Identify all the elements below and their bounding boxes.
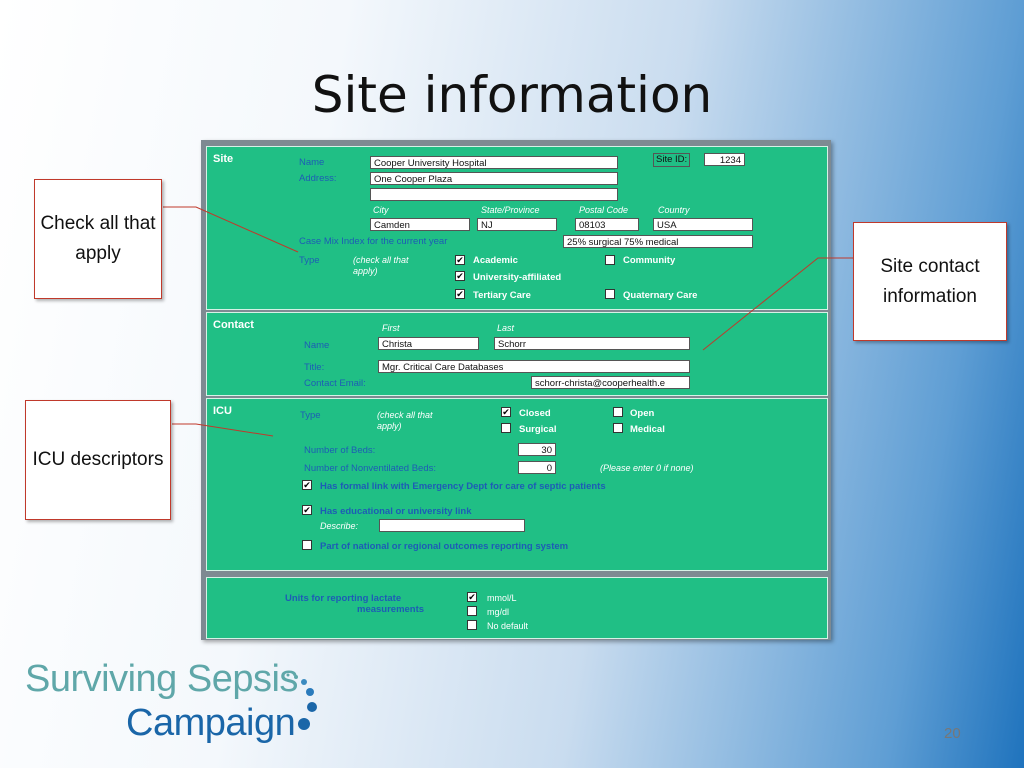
units-label-line2: measurements <box>357 604 425 615</box>
medical-checkbox[interactable] <box>613 423 623 433</box>
nonvent-beds-label: Number of Nonventilated Beds: <box>304 463 437 474</box>
surgical-label: Surgical <box>519 424 557 435</box>
contact-email-label: Contact Email: <box>304 378 366 389</box>
country-label: Country <box>658 205 690 215</box>
city-label: City <box>373 205 389 215</box>
units-panel: Units for reporting lactate measurements… <box>206 577 828 639</box>
national-checkbox[interactable] <box>302 540 312 550</box>
open-label: Open <box>630 408 655 419</box>
ed-link-label: Has formal link with Emergency Dept for … <box>320 481 606 492</box>
city-field[interactable]: Camden <box>370 218 470 231</box>
quaternary-checkbox[interactable] <box>605 289 615 299</box>
no-default-checkbox[interactable] <box>467 620 477 630</box>
beds-field[interactable]: 30 <box>518 443 556 456</box>
contact-header: Contact <box>213 319 254 331</box>
first-name-field[interactable]: Christa <box>378 337 479 350</box>
academic-checkbox[interactable]: ✔ <box>455 255 465 265</box>
contact-title-field[interactable]: Mgr. Critical Care Databases <box>378 360 690 373</box>
closed-checkbox[interactable]: ✔ <box>501 407 511 417</box>
callout-site-contact: Site contact information <box>853 222 1007 341</box>
open-checkbox[interactable] <box>613 407 623 417</box>
no-default-label: No default <box>487 621 529 631</box>
icu-type-label: Type <box>300 410 321 421</box>
mmol-checkbox[interactable]: ✔ <box>467 592 477 602</box>
describe-label: Describe: <box>320 521 359 531</box>
site-name-label: Name <box>299 157 325 168</box>
site-name-field[interactable]: Cooper University Hospital <box>370 156 618 169</box>
academic-label: Academic <box>473 255 518 266</box>
nonvent-beds-field[interactable]: 0 <box>518 461 556 474</box>
logo-dots-icon <box>286 673 317 730</box>
tertiary-label: Tertiary Care <box>473 290 531 301</box>
last-name-label: Last <box>497 323 515 333</box>
site-type-label: Type <box>299 255 320 266</box>
callout-icu: ICU descriptors <box>25 400 171 520</box>
site-panel: Site Name Cooper University Hospital Add… <box>206 146 828 310</box>
contact-panel: Contact First Last Name Christa Schorr T… <box>206 312 828 396</box>
national-label: Part of national or regional outcomes re… <box>320 541 569 552</box>
contact-email-field[interactable]: schorr-christa@cooperhealth.e <box>531 376 690 389</box>
university-checkbox[interactable]: ✔ <box>455 271 465 281</box>
case-mix-field[interactable]: 25% surgical 75% medical <box>563 235 753 248</box>
slide-title: Site information <box>311 66 713 124</box>
country-field[interactable]: USA <box>653 218 753 231</box>
form-screenshot: Site Name Cooper University Hospital Add… <box>201 140 831 640</box>
medical-label: Medical <box>630 424 665 435</box>
last-name-field[interactable]: Schorr <box>494 337 690 350</box>
describe-field[interactable] <box>379 519 525 532</box>
case-mix-label: Case Mix Index for the current year <box>299 236 448 247</box>
icu-type-hint: (check all that apply) <box>377 410 433 431</box>
postal-label: Postal Code <box>579 205 629 215</box>
ed-link-checkbox[interactable]: ✔ <box>302 480 312 490</box>
contact-title-label: Title: <box>304 362 325 373</box>
icu-header: ICU <box>213 405 232 417</box>
state-label: State/Province <box>481 205 540 215</box>
state-field[interactable]: NJ <box>477 218 557 231</box>
site-id-label: Site ID: <box>653 153 691 167</box>
page-number: 20 <box>944 725 961 742</box>
units-label-line1: Units for reporting lactate <box>285 593 402 604</box>
surgical-checkbox[interactable] <box>501 423 511 433</box>
mmol-label: mmol/L <box>487 593 517 603</box>
logo-text-line1: Surviving Sepsis <box>25 658 298 700</box>
first-name-label: First <box>382 323 400 333</box>
mgdl-checkbox[interactable] <box>467 606 477 616</box>
site-address2-field[interactable] <box>370 188 618 201</box>
contact-name-label: Name <box>304 340 330 351</box>
university-label: University-affiliated <box>473 272 562 283</box>
beds-label: Number of Beds: <box>304 445 376 456</box>
site-address-label: Address: <box>299 173 337 184</box>
tertiary-checkbox[interactable]: ✔ <box>455 289 465 299</box>
site-type-hint: (check all that apply) <box>353 255 409 276</box>
site-id-field[interactable]: 1234 <box>704 153 745 166</box>
community-checkbox[interactable] <box>605 255 615 265</box>
site-header: Site <box>213 153 234 165</box>
edu-link-label: Has educational or university link <box>320 506 472 517</box>
logo-text-line2: Campaign <box>126 702 296 744</box>
nonvent-hint: (Please enter 0 if none) <box>600 463 694 473</box>
icu-panel: ICU Type (check all that apply) ✔ Closed… <box>206 398 828 571</box>
mgdl-label: mg/dl <box>487 607 510 617</box>
site-address1-field[interactable]: One Cooper Plaza <box>370 172 618 185</box>
edu-link-checkbox[interactable]: ✔ <box>302 505 312 515</box>
community-label: Community <box>623 255 676 266</box>
postal-field[interactable]: 08103 <box>575 218 639 231</box>
closed-label: Closed <box>519 408 551 419</box>
quaternary-label: Quaternary Care <box>623 290 698 301</box>
callout-check-all: Check all that apply <box>34 179 162 299</box>
